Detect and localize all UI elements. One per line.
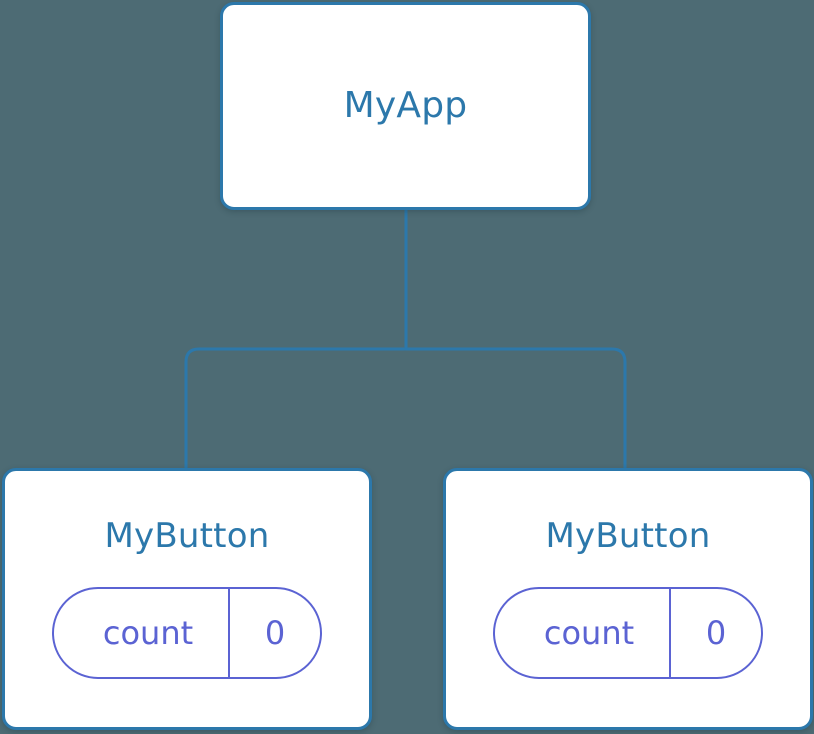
node-myapp[interactable]: MyApp (220, 2, 591, 210)
state-pill[interactable]: count 0 (493, 587, 763, 679)
state-value: 0 (228, 589, 320, 677)
node-title: MyButton (104, 516, 270, 556)
connector-branch-left (184, 347, 408, 472)
node-mybutton-1[interactable]: MyButton count 0 (2, 468, 372, 730)
node-title: MyButton (545, 516, 711, 556)
state-key: count (543, 614, 635, 652)
state-pill[interactable]: count 0 (52, 587, 322, 679)
connector-branch-right (404, 347, 627, 472)
node-title: MyApp (343, 85, 468, 126)
node-mybutton-2[interactable]: MyButton count 0 (443, 468, 813, 730)
state-value: 0 (669, 589, 761, 677)
state-key: count (102, 614, 194, 652)
